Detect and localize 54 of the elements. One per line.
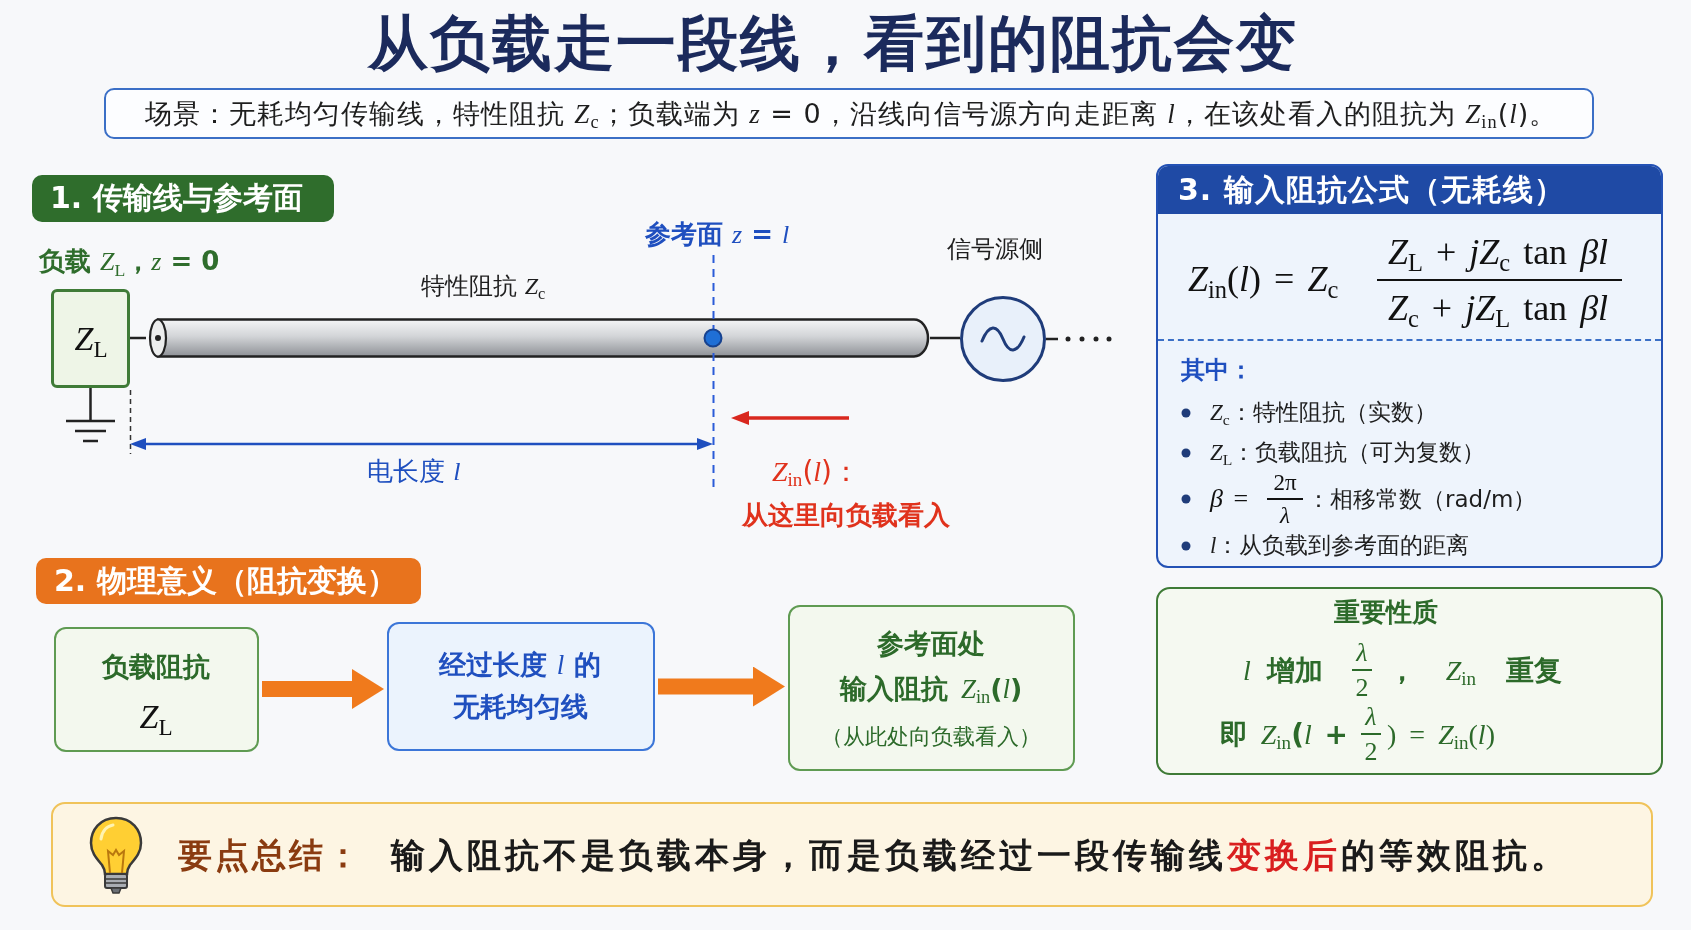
- numerator: 2π: [1273, 468, 1297, 497]
- bullet-text: Z$_{c}$：特性阻抗（实数）: [1210, 398, 1437, 428]
- load-box: [51, 289, 130, 388]
- caption-text: 信号源侧: [947, 234, 1043, 264]
- denominator: 2: [1364, 735, 1378, 768]
- connecting-wire: [930, 336, 960, 340]
- connecting-wire: [130, 336, 146, 340]
- box-label: 负载阻抗: [102, 650, 210, 684]
- load-symbol: Z$_{L}$: [74, 319, 108, 361]
- formula: l 增加: [1243, 652, 1323, 688]
- process-box: [387, 622, 655, 751]
- formula: β =: [1210, 482, 1249, 515]
- box-heading: 重要性质: [1334, 595, 1438, 629]
- formula: ， Z$_{in}$ 重复: [1388, 652, 1562, 688]
- caption-text: 特性阻抗 Z$_{c}$: [421, 271, 546, 301]
- box-label: 经过长度 l 的无耗均匀线: [437, 648, 602, 724]
- formula: 即 Z$_{in}$(l +: [1220, 716, 1348, 752]
- section-heading: 2. 物理意义（阻抗变换）: [54, 562, 397, 600]
- panel-header: 3. 输入阻抗公式（无耗线）: [1158, 166, 1661, 214]
- denominator: Z$_{c}$ + jZ$_{L}$ tan βl: [1387, 286, 1609, 331]
- formula: Z$_{in}$(l) = Z$_{c}$: [1188, 257, 1339, 302]
- caption-text: 负载 Z$_{L}$，z = 0: [39, 245, 220, 279]
- box-label: 输入阻抗 Z$_{in}$(l): [839, 671, 1023, 707]
- summary-box: [51, 802, 1653, 907]
- bullet-text: Z$_{L}$：负载阻抗（可为复数）: [1210, 438, 1486, 468]
- process-box: [788, 605, 1075, 771]
- flow-arrow: [658, 666, 785, 707]
- scenario-box: [104, 88, 1594, 139]
- section-tab: [32, 175, 334, 222]
- symbol-label: Z$_{L}$: [139, 697, 173, 739]
- process-box: [54, 627, 259, 752]
- box-label: 参考面处: [877, 627, 985, 661]
- property-box: [1156, 587, 1663, 775]
- denominator: λ: [1280, 501, 1290, 530]
- bullet-text: ：相移常数（rad/m）: [1307, 484, 1537, 514]
- scenario-text: 场景：无耗均匀传输线，特性阻抗 Z$_{c}$；负载端为 z = 0，沿线向信号源方向走距离 l，在该处看入的阻抗为 Z$_{in}$(l)。: [144, 96, 1558, 132]
- numerator: Z$_{L}$ + jZ$_{c}$ tan βl: [1387, 230, 1609, 275]
- flow-arrow: [262, 669, 384, 709]
- section-heading: 1. 传输线与参考面: [50, 179, 303, 217]
- numerator: λ: [1356, 636, 1368, 669]
- list-heading: 其中：: [1181, 355, 1253, 385]
- section-tab: [36, 558, 421, 604]
- formula: ) = Z$_{in}$(l): [1387, 717, 1495, 752]
- summary-text: 输入阻抗不是负载本身，而是负载经过一段传输线变换后的等效阻抗。: [391, 833, 1569, 877]
- formula-panel: [1156, 164, 1663, 568]
- dimension-label: 电长度 l: [367, 455, 461, 489]
- page-title: 从负载走一段线，看到的阻抗会变: [368, 6, 1298, 80]
- coaxial-cable: [146, 318, 930, 358]
- summary-heading: 要点总结：: [178, 833, 363, 877]
- annotation-text: 从这里向负载看入: [742, 498, 950, 532]
- annotation-text: Z$_{in}$(l)：: [772, 453, 861, 489]
- bullet-text: l：从负载到参考面的距离: [1210, 531, 1470, 561]
- box-note: （从此处向负载看入）: [821, 723, 1041, 751]
- plane-label: 参考面 z = l: [645, 218, 790, 252]
